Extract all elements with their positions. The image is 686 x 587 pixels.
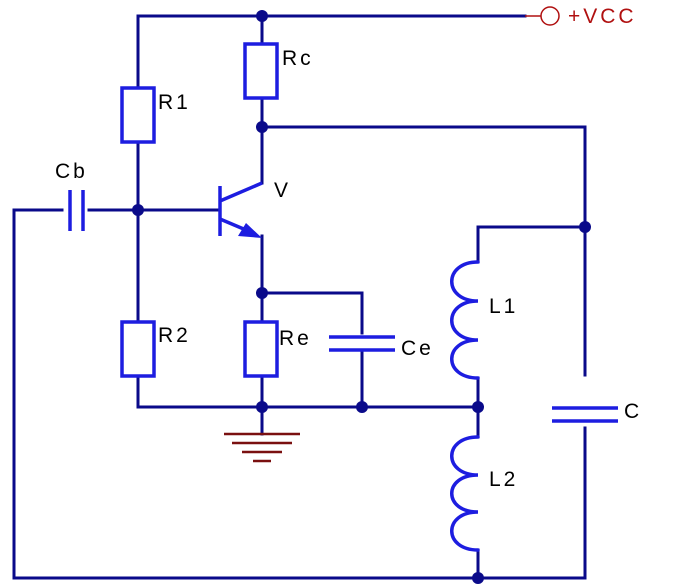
node-tank-top [579,221,591,233]
v-label: V [274,179,291,202]
r1-label: R1 [158,91,191,114]
cb-label: Cb [55,160,88,183]
r2-label: R2 [158,324,191,347]
node-ground [256,401,268,413]
transistor-v: V [218,179,291,238]
node-emitter [256,287,268,299]
resistor-re: Re [243,320,312,378]
capacitor-cb: Cb [55,160,88,231]
re-label: Re [279,327,312,350]
capacitor-ce: Ce [329,335,434,360]
node-ce-bottom [356,401,368,413]
vcc-terminal: +VCC [525,5,637,28]
ce-label: Ce [401,337,434,360]
node-collector [256,121,268,133]
node-vcc-rc [256,10,268,22]
node-bottom [472,572,484,584]
inductor-l1: L1 [450,260,518,380]
c-label: C [624,400,642,423]
node-tap [472,401,484,413]
l1-label: L1 [489,295,518,318]
junction-nodes [132,10,591,584]
resistor-r1: R1 [120,86,191,144]
node-base [132,204,144,216]
vcc-terminal-circle [540,6,560,26]
emitter-arrow-icon [238,223,262,238]
resistor-r2: R2 [120,320,191,378]
ground-icon [224,432,300,463]
capacitor-c: C [552,400,642,423]
resistor-rc: Rc [243,42,314,100]
l2-label: L2 [489,468,518,491]
vcc-label: +VCC [568,5,637,28]
inductor-l2: L2 [450,435,518,552]
rc-label: Rc [282,47,314,70]
